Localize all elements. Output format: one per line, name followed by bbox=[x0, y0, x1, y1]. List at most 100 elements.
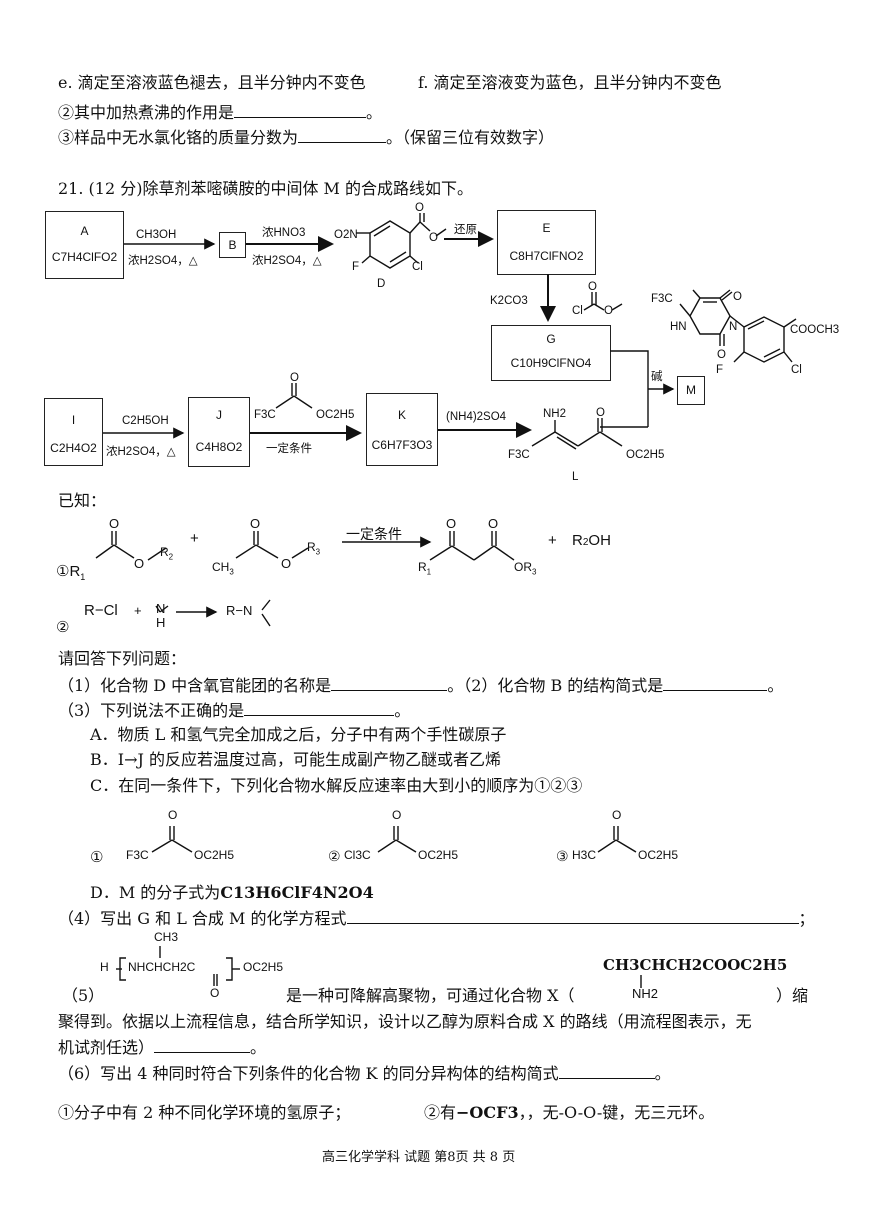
product-or3: OR3 bbox=[514, 560, 537, 577]
option-d-text: D．M 的分子式为 bbox=[90, 883, 221, 902]
ocf3-group: −OCF3 bbox=[456, 1103, 519, 1122]
c-item-3-group: H3C bbox=[572, 848, 597, 862]
k1-o6: O bbox=[488, 516, 498, 531]
methyl-chloroformate-structure bbox=[583, 292, 623, 311]
pyr-hn: HN bbox=[670, 321, 687, 333]
compound-e-formula: C8H7ClFNO2 bbox=[509, 249, 584, 263]
known-plus-2: + bbox=[548, 532, 557, 549]
pyr-f: F bbox=[716, 364, 723, 376]
chloroformate-ester-o: O bbox=[604, 305, 613, 317]
pyr-o-bottom: O bbox=[717, 349, 726, 361]
reagent-c2h5oh: C2H5OH bbox=[122, 415, 169, 427]
l-nh2: NH2 bbox=[543, 408, 566, 420]
c-item-1-marker: ① bbox=[90, 849, 104, 866]
known-plus: + bbox=[190, 530, 199, 547]
known-condition: 一定条件 bbox=[346, 526, 402, 542]
compound-g-label: G bbox=[546, 332, 556, 346]
condition-2: ②有−OCF3，，无-O-O-键，无三元环。 bbox=[424, 1102, 714, 1124]
question-5-label: （5） bbox=[62, 986, 105, 1005]
known-2-plus: + bbox=[134, 603, 142, 618]
q2-text: ②其中加热煮沸的作用是 bbox=[58, 103, 235, 122]
compound-x-nh2: NH2 bbox=[632, 986, 659, 1001]
answer-blank[interactable] bbox=[154, 1036, 251, 1053]
answer-blank[interactable] bbox=[298, 126, 387, 143]
base-label: 碱 bbox=[651, 370, 663, 383]
question-5-line3: 机试剂任选） 。 bbox=[58, 1036, 266, 1059]
condition-1: ①分子中有 2 种不同化学环境的氢原子； bbox=[58, 1103, 351, 1122]
c-item-3-o: O bbox=[612, 808, 622, 822]
condition-label: 一定条件 bbox=[266, 441, 312, 455]
answer-blank[interactable] bbox=[234, 101, 367, 118]
reagent-k2co3: K2CO3 bbox=[490, 295, 528, 307]
compound-e-box: E C8H7ClFNO2 bbox=[497, 210, 596, 275]
answer-blank[interactable] bbox=[558, 1062, 655, 1079]
k1-o3: O bbox=[250, 516, 260, 531]
r-cl: R−Cl bbox=[84, 602, 118, 619]
question-3: （3）下列说法不正确的是。 bbox=[58, 699, 410, 722]
ch3-group: CH3 bbox=[212, 560, 234, 577]
compound-m-label: M bbox=[686, 383, 696, 397]
c-item-1-o: O bbox=[168, 808, 178, 822]
q2-end: 。 bbox=[366, 103, 383, 122]
pyr-n: N bbox=[729, 321, 737, 333]
d-fluoro: F bbox=[352, 261, 359, 273]
compound-k-label: K bbox=[397, 408, 406, 422]
compound-g-formula: C10H9ClFNO4 bbox=[510, 356, 592, 370]
ethyl-trifluoroacetate-structure bbox=[275, 383, 313, 409]
question-4: （4）写出 G 和 L 合成 M 的化学方程式； bbox=[58, 907, 815, 930]
l-o: O bbox=[596, 407, 605, 419]
compound-e-label: E bbox=[542, 221, 551, 235]
option-d: D．M 的分子式为C13H6ClF4N2O4 bbox=[90, 882, 374, 904]
compound-a-label: A bbox=[80, 224, 89, 238]
q2-text: 。（2）化合物 B 的结构简式是 bbox=[447, 676, 664, 695]
k1-o4: O bbox=[281, 556, 291, 571]
c-item-2-o: O bbox=[392, 808, 402, 822]
reagent-h2so4-2: 浓H2SO4，△ bbox=[252, 254, 322, 267]
l-cf3: F3C bbox=[508, 449, 530, 461]
r3-group: R3 bbox=[307, 540, 321, 557]
questions-intro: 请回答下列问题： bbox=[58, 649, 187, 668]
c-item-2-marker: ② bbox=[328, 848, 341, 864]
compound-d-structure bbox=[356, 213, 447, 269]
option-a: A．物质 L 和氢气完全加成之后，分子中有两个手性碳原子 bbox=[90, 725, 507, 744]
q3-end: 。（保留三位有效数字） bbox=[386, 128, 555, 147]
polymer-brackets bbox=[116, 946, 240, 986]
question-5-end: ）缩 bbox=[776, 986, 809, 1005]
answer-blank[interactable] bbox=[346, 907, 799, 924]
answer-blank[interactable] bbox=[663, 674, 768, 691]
answer-blank[interactable] bbox=[331, 674, 448, 691]
q5-line3-text: 机试剂任选） bbox=[58, 1038, 155, 1057]
option-e: e. 滴定至溶液蓝色褪去，且半分钟内不变色 bbox=[58, 73, 366, 92]
l-oc2h5: OC2H5 bbox=[626, 449, 664, 461]
r-n: R−N bbox=[226, 603, 253, 618]
q6-text: （6）写出 4 种同时符合下列条件的化合物 K 的同分异构体的结构简式 bbox=[58, 1064, 559, 1083]
compound-b-label: B bbox=[228, 238, 237, 252]
d-chloro: Cl bbox=[412, 261, 423, 273]
question-5-line2: 聚得到。依据以上流程信息，结合所学知识，设计以乙醇为原料合成 X 的路线（用流程… bbox=[58, 1012, 752, 1031]
option-f: f. 滴定至溶液变为蓝色，且半分钟内不变色 bbox=[418, 73, 722, 92]
compound-j-label: J bbox=[216, 408, 222, 422]
compound-x-formula: CH3CHCH2COOC2H5 bbox=[603, 956, 788, 974]
answer-blank[interactable] bbox=[244, 699, 395, 716]
polymer-h: H bbox=[100, 960, 109, 974]
q3-text: （3）下列说法不正确的是 bbox=[58, 701, 245, 720]
tfa-o: O bbox=[290, 372, 299, 384]
compound-m-box: M bbox=[677, 376, 705, 405]
reagent-h2so4-3: 浓H2SO4，△ bbox=[106, 445, 176, 458]
q1-end: 。 bbox=[767, 676, 784, 695]
k1-o2: O bbox=[134, 556, 144, 571]
polymer-ch3: CH3 bbox=[154, 930, 179, 944]
pyr-cf3: F3C bbox=[651, 293, 673, 305]
c-item-1-group: F3C bbox=[126, 848, 149, 862]
compound-i-box: I C2H4O2 bbox=[44, 398, 103, 466]
c-item-2-oc2h5: OC2H5 bbox=[418, 848, 459, 862]
reduce-label: 还原 bbox=[454, 223, 477, 236]
reagent-nh4so4: (NH4)2SO4 bbox=[446, 411, 507, 423]
c-item-3-marker: ③ bbox=[556, 848, 569, 864]
known-1-marker: ① bbox=[56, 563, 70, 580]
q5-line3-end: 。 bbox=[250, 1038, 267, 1057]
compound-a-formula: C7H4ClFO2 bbox=[51, 250, 118, 264]
compound-a-box: A C7H4ClFO2 bbox=[45, 211, 124, 279]
reagent-hno3: 浓HNO3 bbox=[262, 226, 305, 239]
